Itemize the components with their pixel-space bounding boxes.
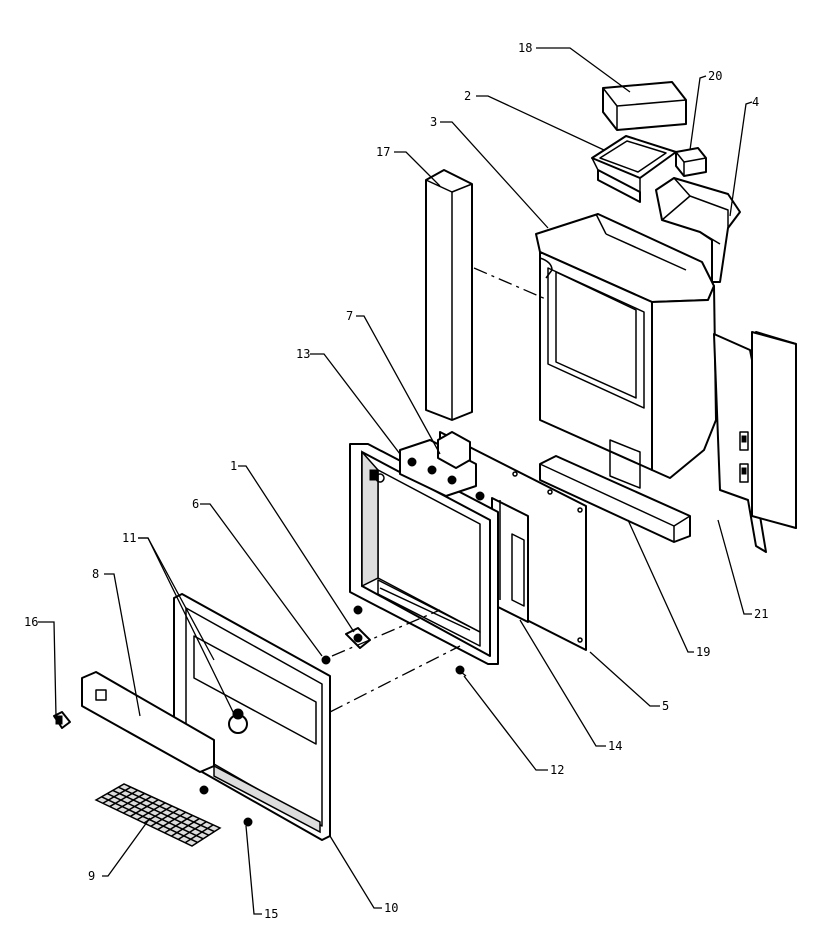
- grille-bar: [177, 821, 207, 841]
- callout-20: 20: [708, 69, 722, 83]
- callout-14: 14: [608, 739, 622, 753]
- grille-bar: [129, 799, 159, 818]
- part-6-screw: [321, 655, 331, 665]
- callout-15: 15: [264, 907, 278, 921]
- part-12-screw: [455, 665, 467, 677]
- assembly-line-6: [331, 609, 441, 657]
- callout-17: 17: [376, 145, 390, 159]
- screw-near-trim: [199, 785, 209, 795]
- callout-labels: 18 20 2 4 3 17 7 13 1 6 11 8 16 9 15 10 …: [24, 41, 768, 921]
- assembly-line-12: [329, 645, 461, 713]
- grille-bar: [171, 817, 200, 837]
- callout-16: 16: [24, 615, 38, 629]
- grille-bar: [116, 792, 145, 811]
- grille-bar: [109, 789, 139, 808]
- leader-lines: [38, 47, 753, 915]
- callout-5: 5: [662, 699, 669, 713]
- callout-9: 9: [88, 869, 95, 883]
- callout-1: 1: [230, 459, 237, 473]
- part-13-front-frame: [349, 431, 499, 665]
- assembly-line-17-3: [473, 267, 549, 301]
- callout-2: 2: [464, 89, 471, 103]
- grille-bar: [184, 824, 214, 844]
- part-2-tray: [591, 135, 677, 203]
- part-18-top-cover: [602, 81, 687, 131]
- grille-bar: [157, 811, 187, 831]
- part-19-base-bar: [539, 455, 691, 543]
- callout-21: 21: [754, 607, 768, 621]
- grille-bar: [106, 792, 204, 840]
- callout-19: 19: [696, 645, 710, 659]
- callout-11: 11: [122, 531, 136, 545]
- part-16-small-clip: [53, 711, 71, 729]
- callout-13: 13: [296, 347, 310, 361]
- callout-8: 8: [92, 567, 99, 581]
- part-17-tall-column: [425, 169, 473, 421]
- grille-bar: [123, 795, 152, 814]
- part-3-main-housing: [535, 213, 717, 489]
- callout-18: 18: [518, 41, 532, 55]
- part-15-screw: [243, 817, 253, 827]
- callout-4: 4: [752, 95, 759, 109]
- callout-7: 7: [346, 309, 353, 323]
- grille-bar: [112, 789, 210, 836]
- callout-6: 6: [192, 497, 199, 511]
- screw-behind-frame: [353, 605, 363, 615]
- grille-bar: [164, 814, 193, 834]
- part-4-bracket: [655, 177, 741, 283]
- part-10-front-bezel: [173, 593, 331, 841]
- callout-10: 10: [384, 901, 398, 915]
- part-20-small-block: [675, 147, 707, 177]
- part-8-trim-strip: [81, 671, 215, 773]
- grille-bar: [118, 786, 215, 833]
- grille-bar: [136, 802, 166, 821]
- grille-bar: [150, 808, 180, 827]
- callout-3: 3: [430, 115, 437, 129]
- part-21-side-panel: [713, 331, 797, 553]
- grille-bar: [102, 786, 132, 804]
- callout-12: 12: [550, 763, 564, 777]
